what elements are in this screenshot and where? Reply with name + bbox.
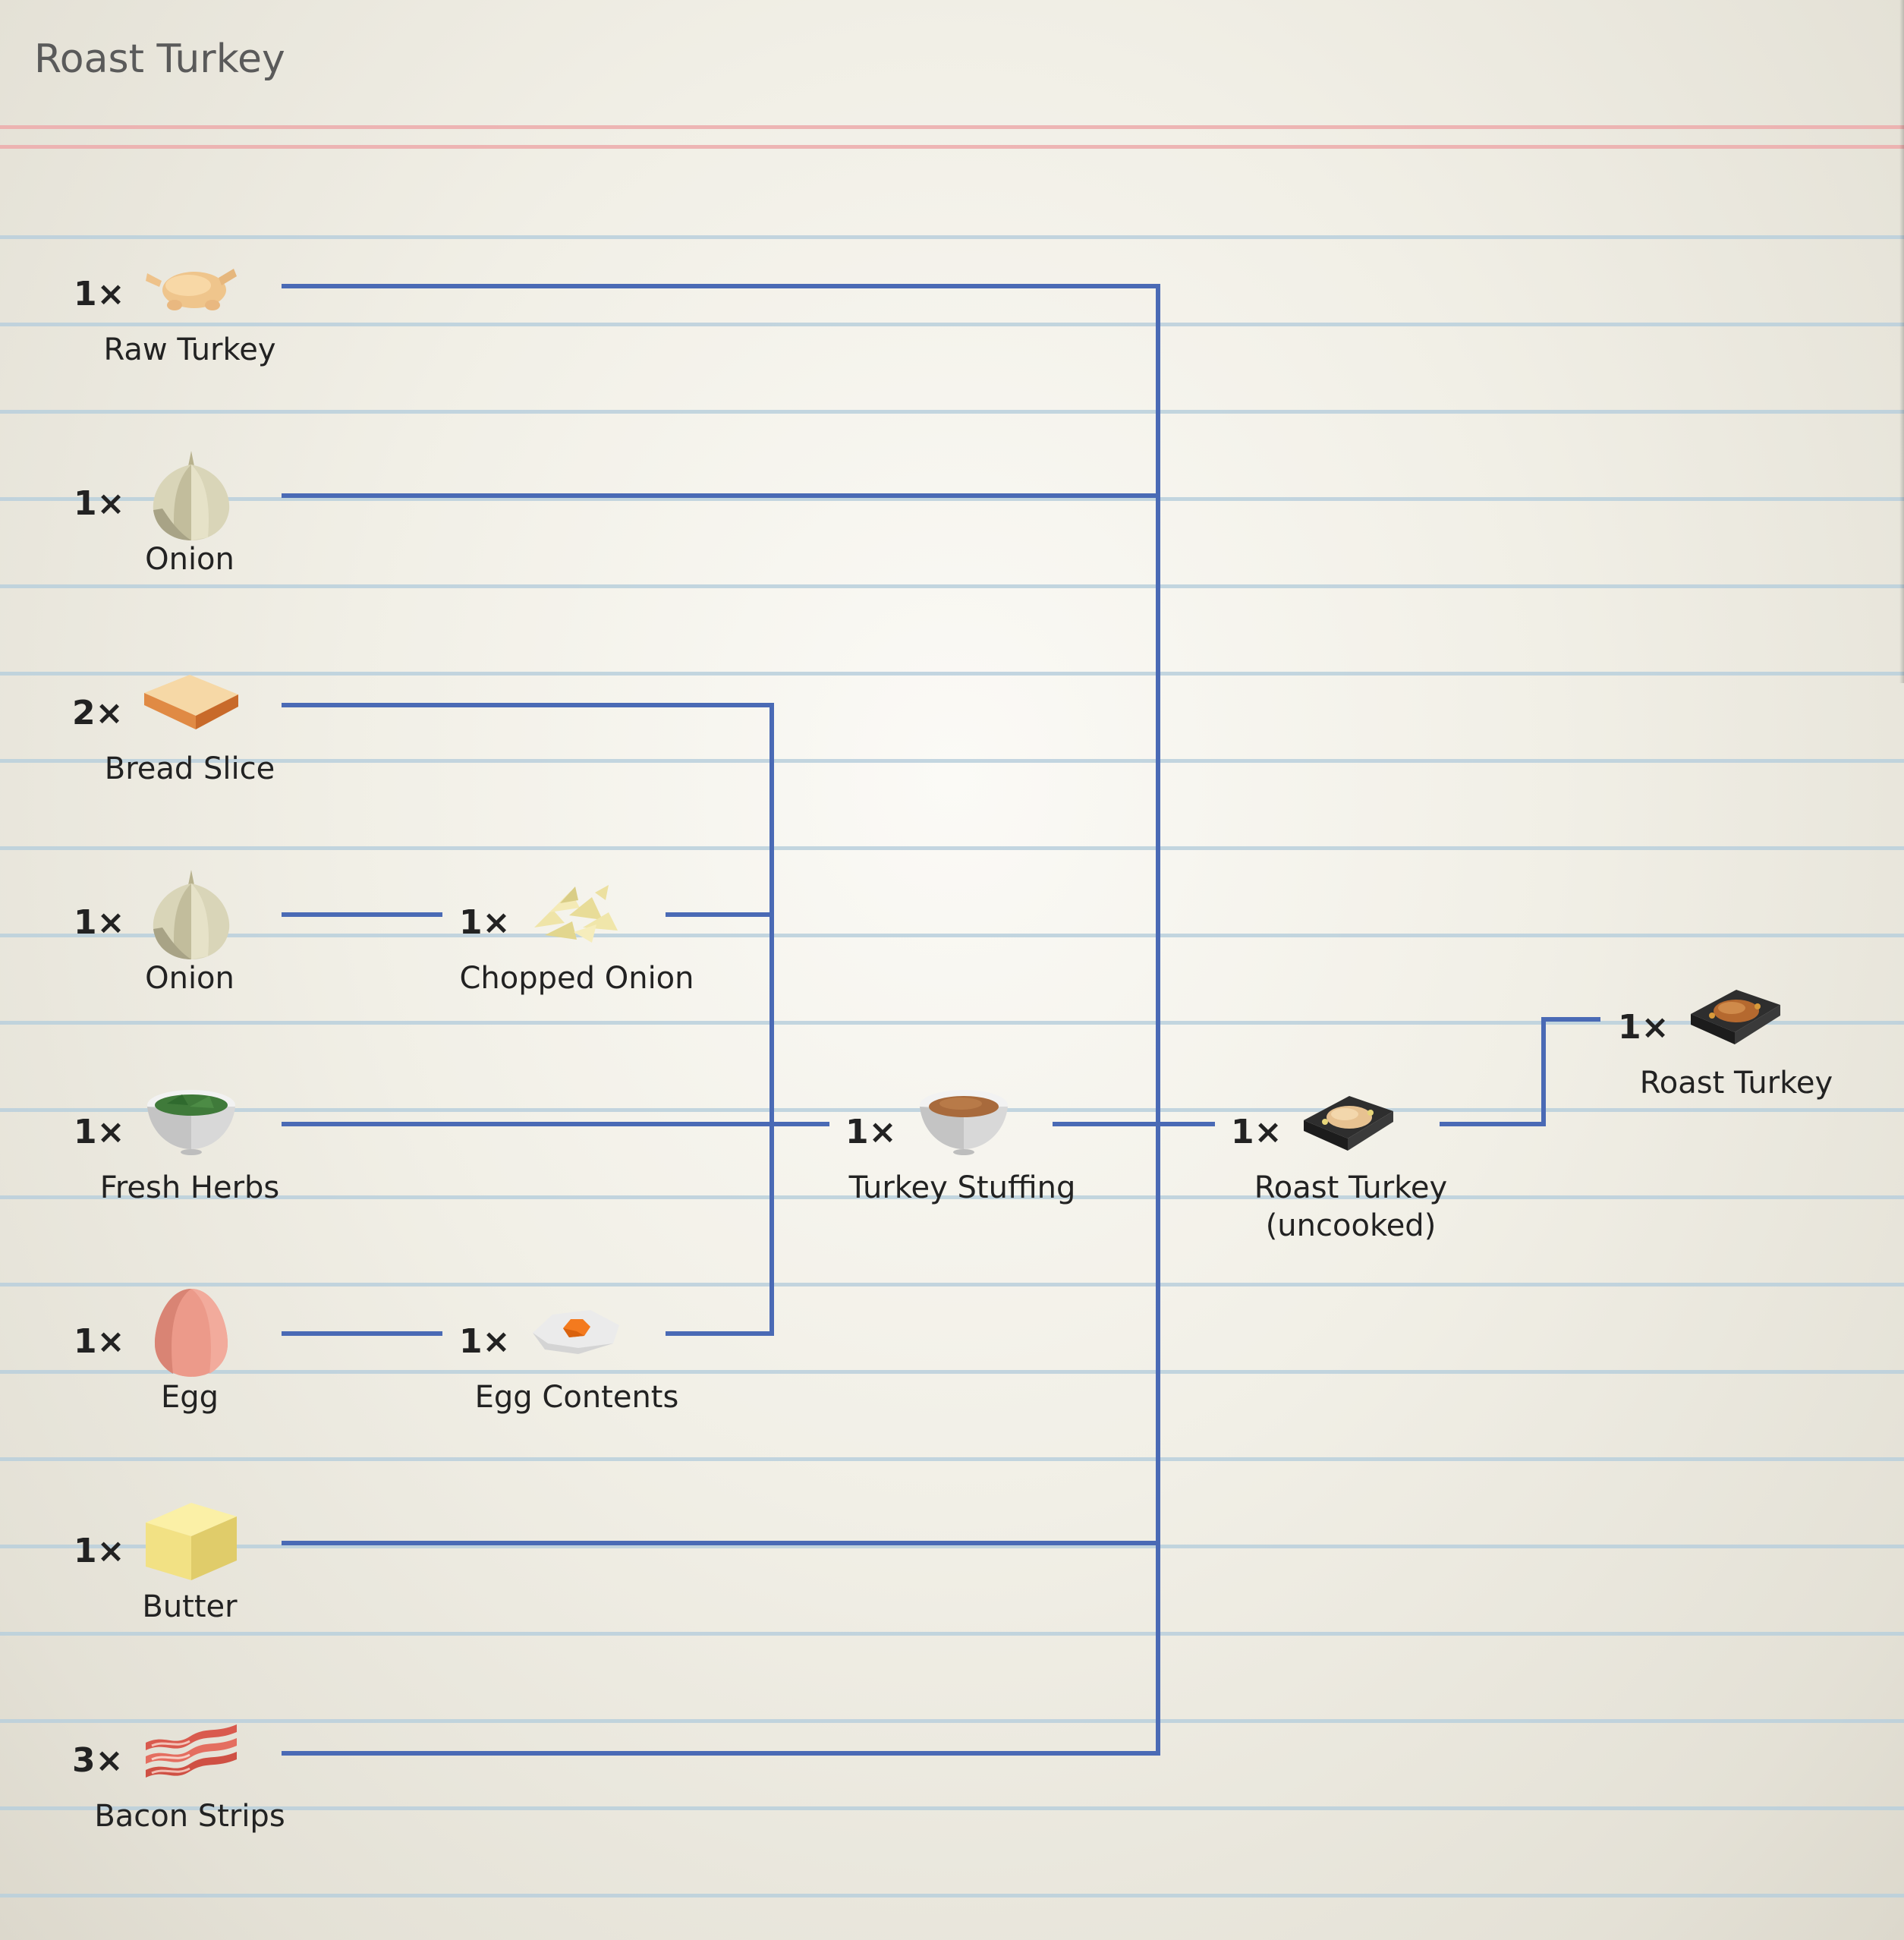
ruled-line (0, 759, 1904, 763)
uncooked-turkey-tray-icon (1304, 1096, 1393, 1151)
stuffing-bowl-icon (920, 1090, 1008, 1155)
node-label: Egg Contents (474, 1380, 679, 1415)
chopped-onion-icon (534, 885, 618, 943)
ruled-line (0, 1021, 1904, 1025)
ruled-line (0, 323, 1904, 326)
butter-icon (146, 1503, 237, 1580)
bread-slice-icon (144, 675, 238, 729)
quantity: 1× (459, 1322, 511, 1361)
onion-icon (153, 870, 230, 959)
node-label: Onion (145, 542, 234, 577)
page-edge-shadow (1899, 0, 1904, 683)
quantity: 2× (72, 694, 124, 732)
connector-roast-turkey (1440, 1017, 1600, 1126)
raw-turkey-icon (146, 269, 237, 310)
node-label: Bread Slice (104, 751, 275, 786)
node-label: Fresh Herbs (99, 1170, 280, 1205)
egg-contents-icon (533, 1310, 619, 1354)
quantity: 1× (74, 275, 125, 313)
ruled-line (0, 410, 1904, 414)
ruled-line (0, 1806, 1904, 1810)
ruled-line (0, 672, 1904, 676)
ruled-line (0, 1370, 1904, 1374)
ruled-line (0, 235, 1904, 239)
quantity: 1× (845, 1113, 897, 1151)
connector-raw-turkey (282, 284, 1160, 1756)
ruled-line (0, 1195, 1904, 1199)
quantity: 1× (74, 1532, 125, 1570)
quantity: 1× (459, 903, 511, 942)
node-label: Onion (145, 961, 234, 996)
connector-bread-slice (282, 703, 774, 1336)
node-label: Turkey Stuffing (848, 1170, 1076, 1205)
quantity: 1× (74, 484, 125, 523)
node-label: Chopped Onion (459, 961, 694, 996)
bacon-icon (146, 1724, 237, 1778)
ruled-line (0, 497, 1904, 501)
page-title: Roast Turkey (34, 36, 285, 82)
quantity: 3× (72, 1741, 124, 1780)
node-label-secondary: (uncooked) (1265, 1208, 1437, 1243)
node-label: Butter (142, 1589, 238, 1624)
quantity: 1× (1231, 1113, 1282, 1151)
ruled-line (0, 1283, 1904, 1287)
red-margin-line (0, 145, 1904, 149)
quantity: 1× (74, 1322, 125, 1361)
quantity: 1× (1618, 1008, 1670, 1047)
ruled-line (0, 846, 1904, 850)
egg-icon (155, 1289, 228, 1377)
herbs-bowl-icon (147, 1090, 235, 1155)
ruled-line (0, 1894, 1904, 1897)
ruled-line (0, 934, 1904, 937)
ruled-line (0, 1545, 1904, 1548)
node-label: Bacon Strips (94, 1799, 285, 1834)
ruled-line (0, 1457, 1904, 1461)
quantity: 1× (74, 903, 125, 942)
ruled-line (0, 1719, 1904, 1723)
red-margin-line (0, 125, 1904, 129)
ruled-line (0, 584, 1904, 588)
roast-turkey-tray-icon (1691, 990, 1780, 1044)
node-label: Raw Turkey (103, 332, 276, 367)
ruled-line (0, 1632, 1904, 1636)
node-label: Egg (160, 1380, 219, 1415)
node-label: Roast Turkey (1254, 1170, 1448, 1205)
quantity: 1× (74, 1113, 125, 1151)
onion-icon (153, 451, 230, 540)
node-label: Roast Turkey (1639, 1066, 1833, 1101)
